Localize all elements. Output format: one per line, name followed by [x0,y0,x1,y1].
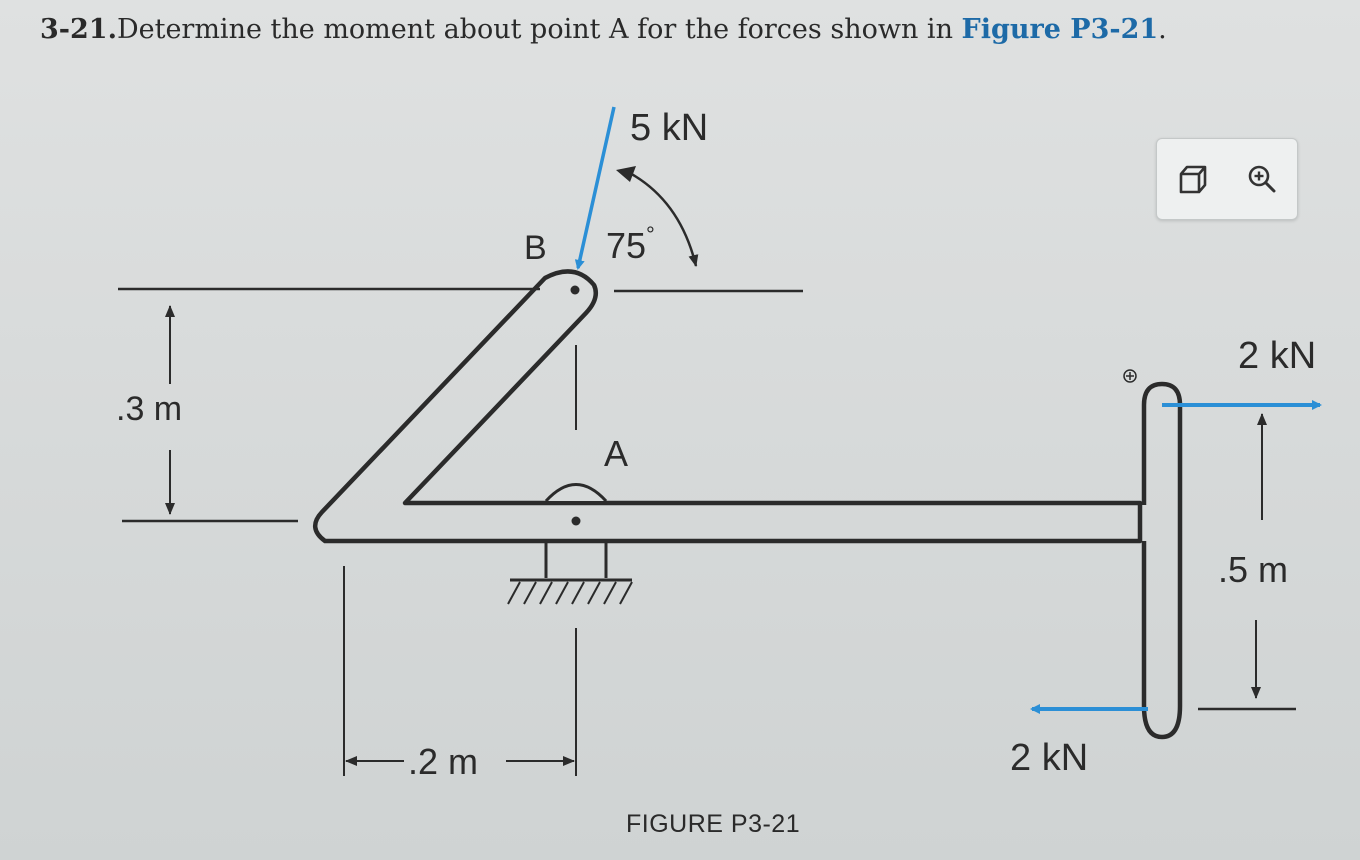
problem-end: . [1158,14,1167,45]
label-2kn-top: 2 kN [1238,335,1316,377]
image-toolbar [1156,138,1298,220]
problem-statement: 3-21.Determine the moment about point A … [40,14,1167,45]
problem-text: Determine the moment about point A for t… [116,14,962,45]
support-pin-a [544,483,608,503]
dim-05m-label: .5 m [1218,549,1288,590]
angle-unit: ° [646,222,655,247]
label-5kn: 5 kN [630,107,708,149]
lever-pin-marker [1123,369,1137,383]
support-body [510,543,632,582]
pin-b-dot [570,285,580,295]
label-b: B [524,229,547,267]
figure-caption: FIGURE P3-21 [626,810,801,838]
problem-number: 3-21. [40,14,117,45]
figure-link[interactable]: Figure P3-21 [961,14,1159,45]
angle-arc [627,170,699,267]
angle-arc-start-head [616,166,636,182]
bent-bar [313,269,1143,544]
right-lever [1141,381,1183,740]
angle-label: 75° [606,222,655,266]
expand-icon[interactable] [1172,159,1212,199]
dim-03m-label: .3 m [116,390,182,428]
angle-value: 75 [606,225,646,266]
label-2kn-bottom: 2 kN [1010,737,1088,779]
ground-hatch [507,581,633,605]
label-a: A [604,433,628,474]
force-5kn-arrow [574,106,616,270]
lever-pin-cross [1126,372,1134,380]
zoom-in-icon[interactable] [1242,159,1282,199]
pin-a-dot [571,516,581,526]
dim-02m-label: .2 m [408,741,478,782]
